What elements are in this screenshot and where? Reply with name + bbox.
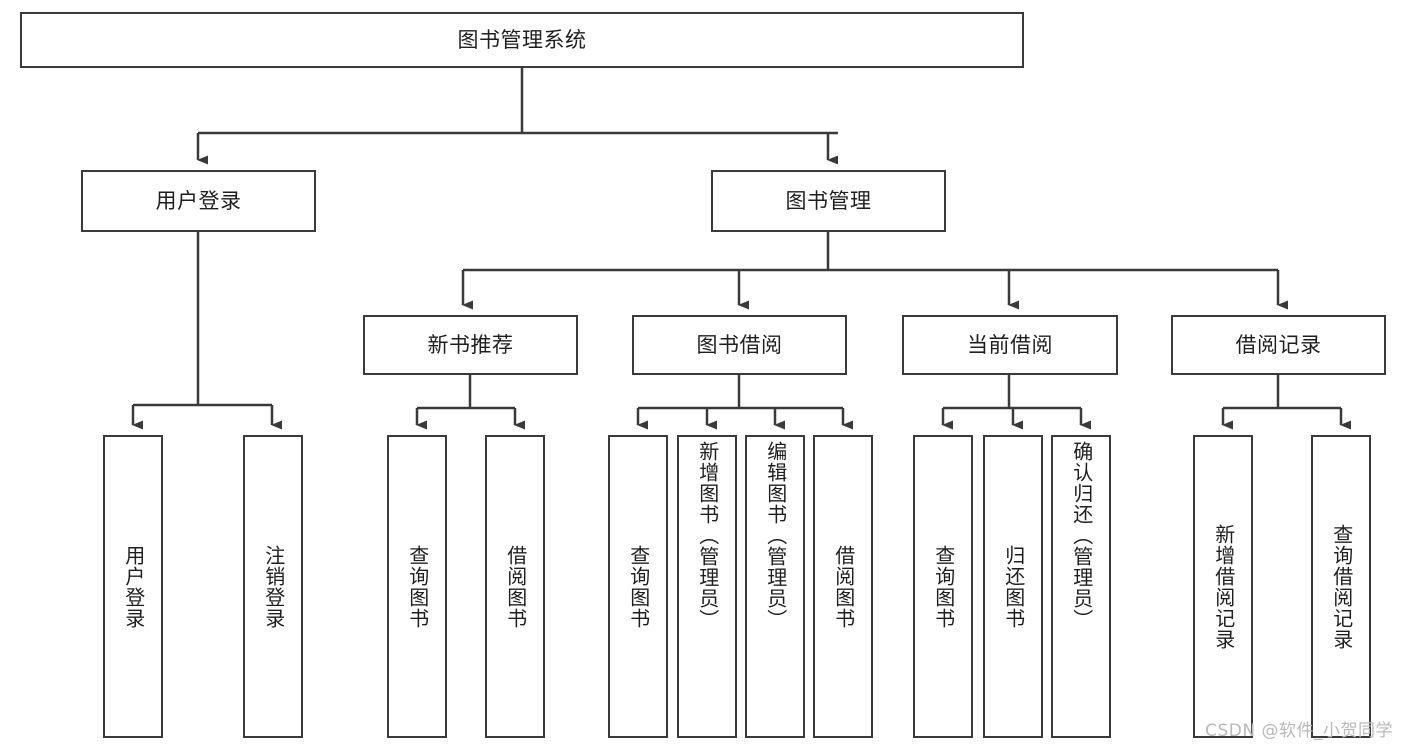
node-root-book-management-system[interactable]: 图书管理系统 xyxy=(20,12,1024,68)
node-label: 图书借阅 xyxy=(696,332,783,357)
node-label: 借阅图书 xyxy=(503,544,528,629)
node-borrow-records[interactable]: 借阅记录 xyxy=(1171,315,1386,375)
node-current-borrow[interactable]: 当前借阅 xyxy=(902,315,1118,375)
csdn-watermark: CSDN @软件_小贺同学 xyxy=(1205,721,1393,741)
node-label: 新书推荐 xyxy=(427,332,514,357)
node-book-borrow[interactable]: 图书借阅 xyxy=(632,315,847,375)
leaf-edit-book-admin[interactable]: 编辑图书（管理员） xyxy=(745,435,805,738)
node-label: 图书管理 xyxy=(785,188,872,213)
node-book-management[interactable]: 图书管理 xyxy=(711,170,946,232)
leaf-confirm-return-admin[interactable]: 确认归还（管理员） xyxy=(1051,435,1111,738)
leaf-query-borrow-record[interactable]: 查询借阅记录 xyxy=(1311,435,1371,738)
leaf-borrow-books-newbook[interactable]: 借阅图书 xyxy=(485,435,545,738)
node-label: 用户登录 xyxy=(121,544,146,629)
leaf-query-books-borrow[interactable]: 查询图书 xyxy=(608,435,668,738)
node-label: 借阅记录 xyxy=(1235,332,1322,357)
node-label: 借阅图书 xyxy=(831,544,856,629)
node-label: 新增图书（管理员） xyxy=(695,441,720,630)
node-label: 当前借阅 xyxy=(967,332,1053,357)
node-label: 归还图书 xyxy=(1001,544,1026,629)
leaf-query-books-current[interactable]: 查询图书 xyxy=(913,435,973,738)
node-label: 图书管理系统 xyxy=(457,27,587,52)
node-label: 查询借阅记录 xyxy=(1329,523,1354,650)
node-label: 确认归还（管理员） xyxy=(1069,441,1094,630)
node-label: 编辑图书（管理员） xyxy=(763,441,788,630)
node-new-book-recommend[interactable]: 新书推荐 xyxy=(363,315,578,375)
leaf-borrow-books[interactable]: 借阅图书 xyxy=(813,435,873,738)
node-label: 新增借阅记录 xyxy=(1211,523,1236,650)
leaf-add-borrow-record[interactable]: 新增借阅记录 xyxy=(1193,435,1253,738)
leaf-query-books-newbook[interactable]: 查询图书 xyxy=(387,435,447,738)
leaf-user-login[interactable]: 用户登录 xyxy=(103,435,163,738)
node-user-login[interactable]: 用户登录 xyxy=(81,170,316,232)
node-label: 查询图书 xyxy=(931,544,956,629)
leaf-add-book-admin[interactable]: 新增图书（管理员） xyxy=(677,435,737,738)
leaf-return-books[interactable]: 归还图书 xyxy=(983,435,1043,738)
leaf-logout[interactable]: 注销登录 xyxy=(243,435,303,738)
node-label: 用户登录 xyxy=(155,188,242,213)
node-label: 注销登录 xyxy=(261,544,286,629)
node-label: 查询图书 xyxy=(405,544,430,629)
node-label: 查询图书 xyxy=(626,544,651,629)
